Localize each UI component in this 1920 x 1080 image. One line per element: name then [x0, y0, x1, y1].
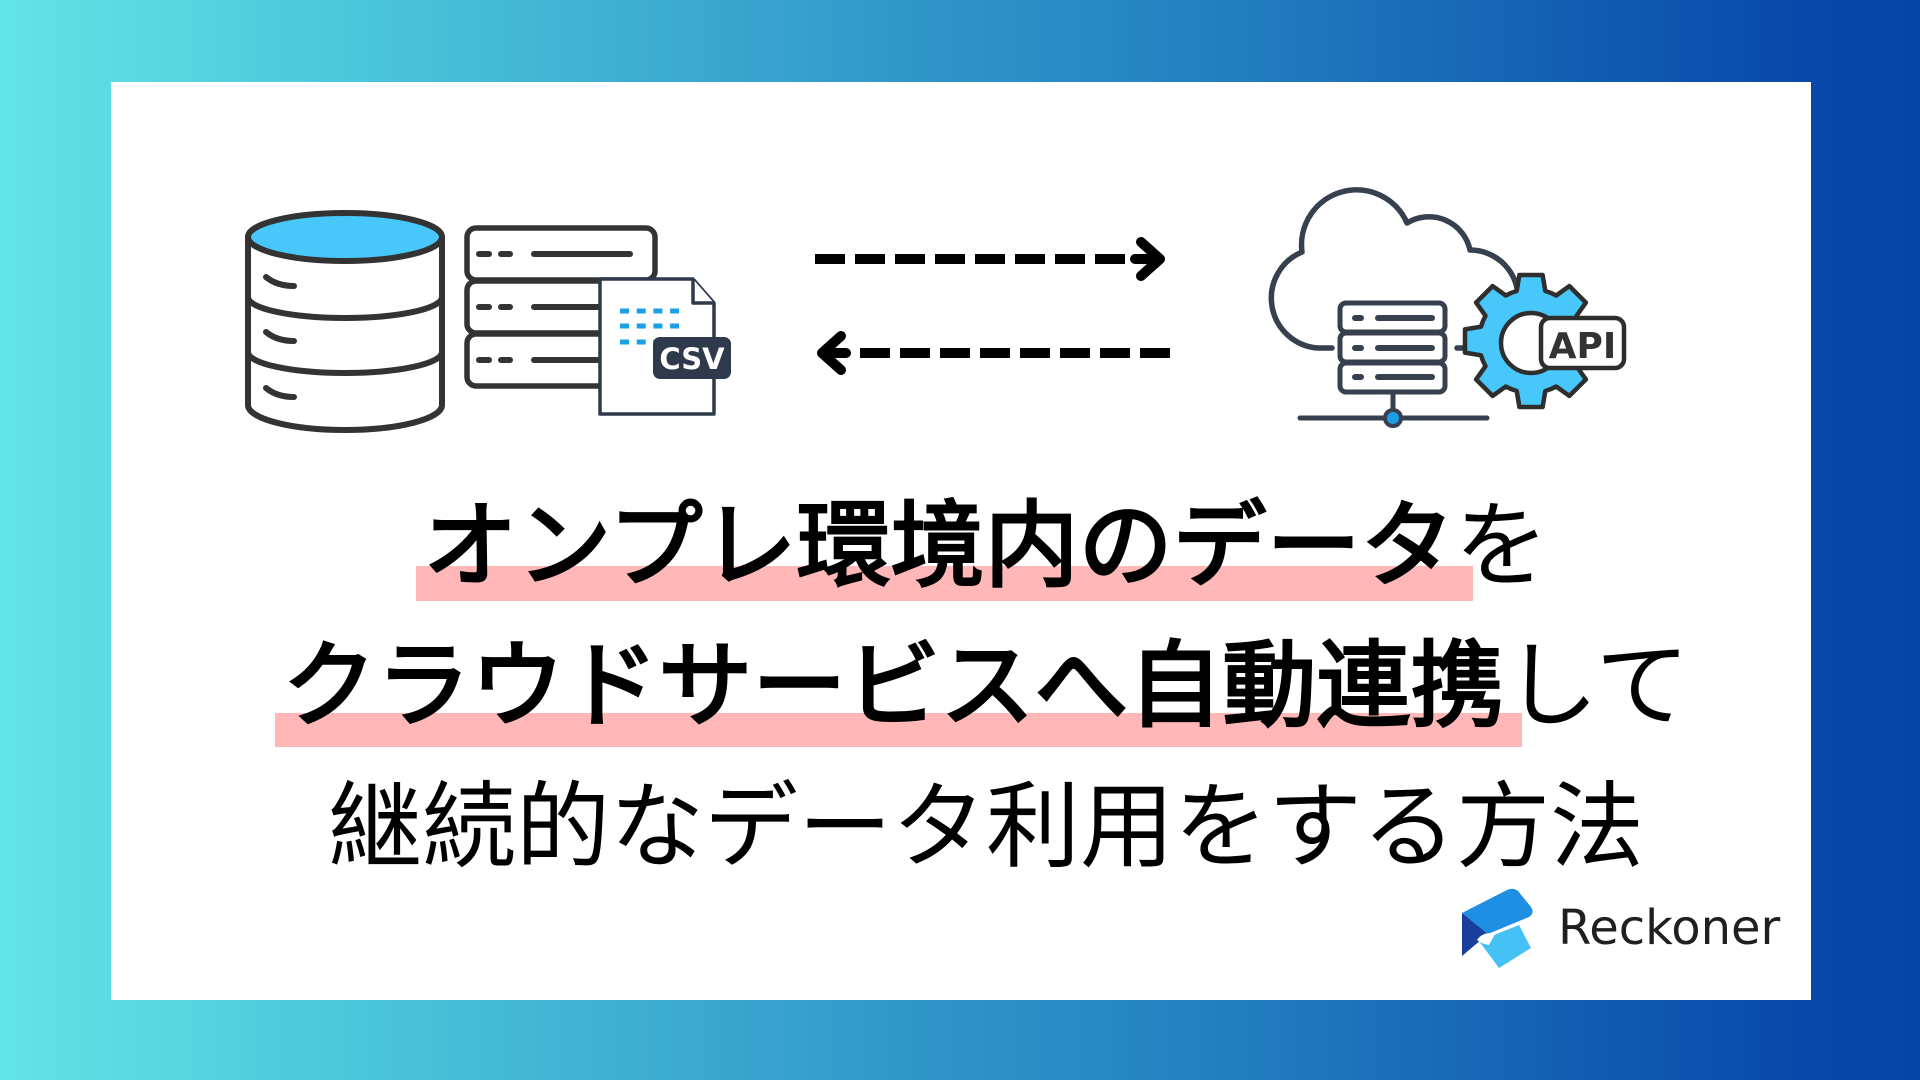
headline-line-3: 継続的なデータ利用をする方法 [52, 778, 1920, 878]
headline-line-2-rest: して [1504, 632, 1690, 741]
headline-line-3-text: 継続的なデータ利用をする方法 [327, 773, 1644, 882]
brand-name: Reckoner [1558, 900, 1781, 956]
headline-line-1-rest: を [1454, 492, 1549, 601]
headline-line-2: クラウドサービスへ自動連携して [52, 632, 1920, 747]
headline-line-2-highlight: クラウドサービスへ自動連携 [275, 632, 1523, 747]
headline-line-1: オンプレ環境内のデータを [52, 492, 1920, 601]
reckoner-logo-icon [1462, 888, 1533, 968]
headline-line-1-highlight: オンプレ環境内のデータ [416, 492, 1473, 601]
